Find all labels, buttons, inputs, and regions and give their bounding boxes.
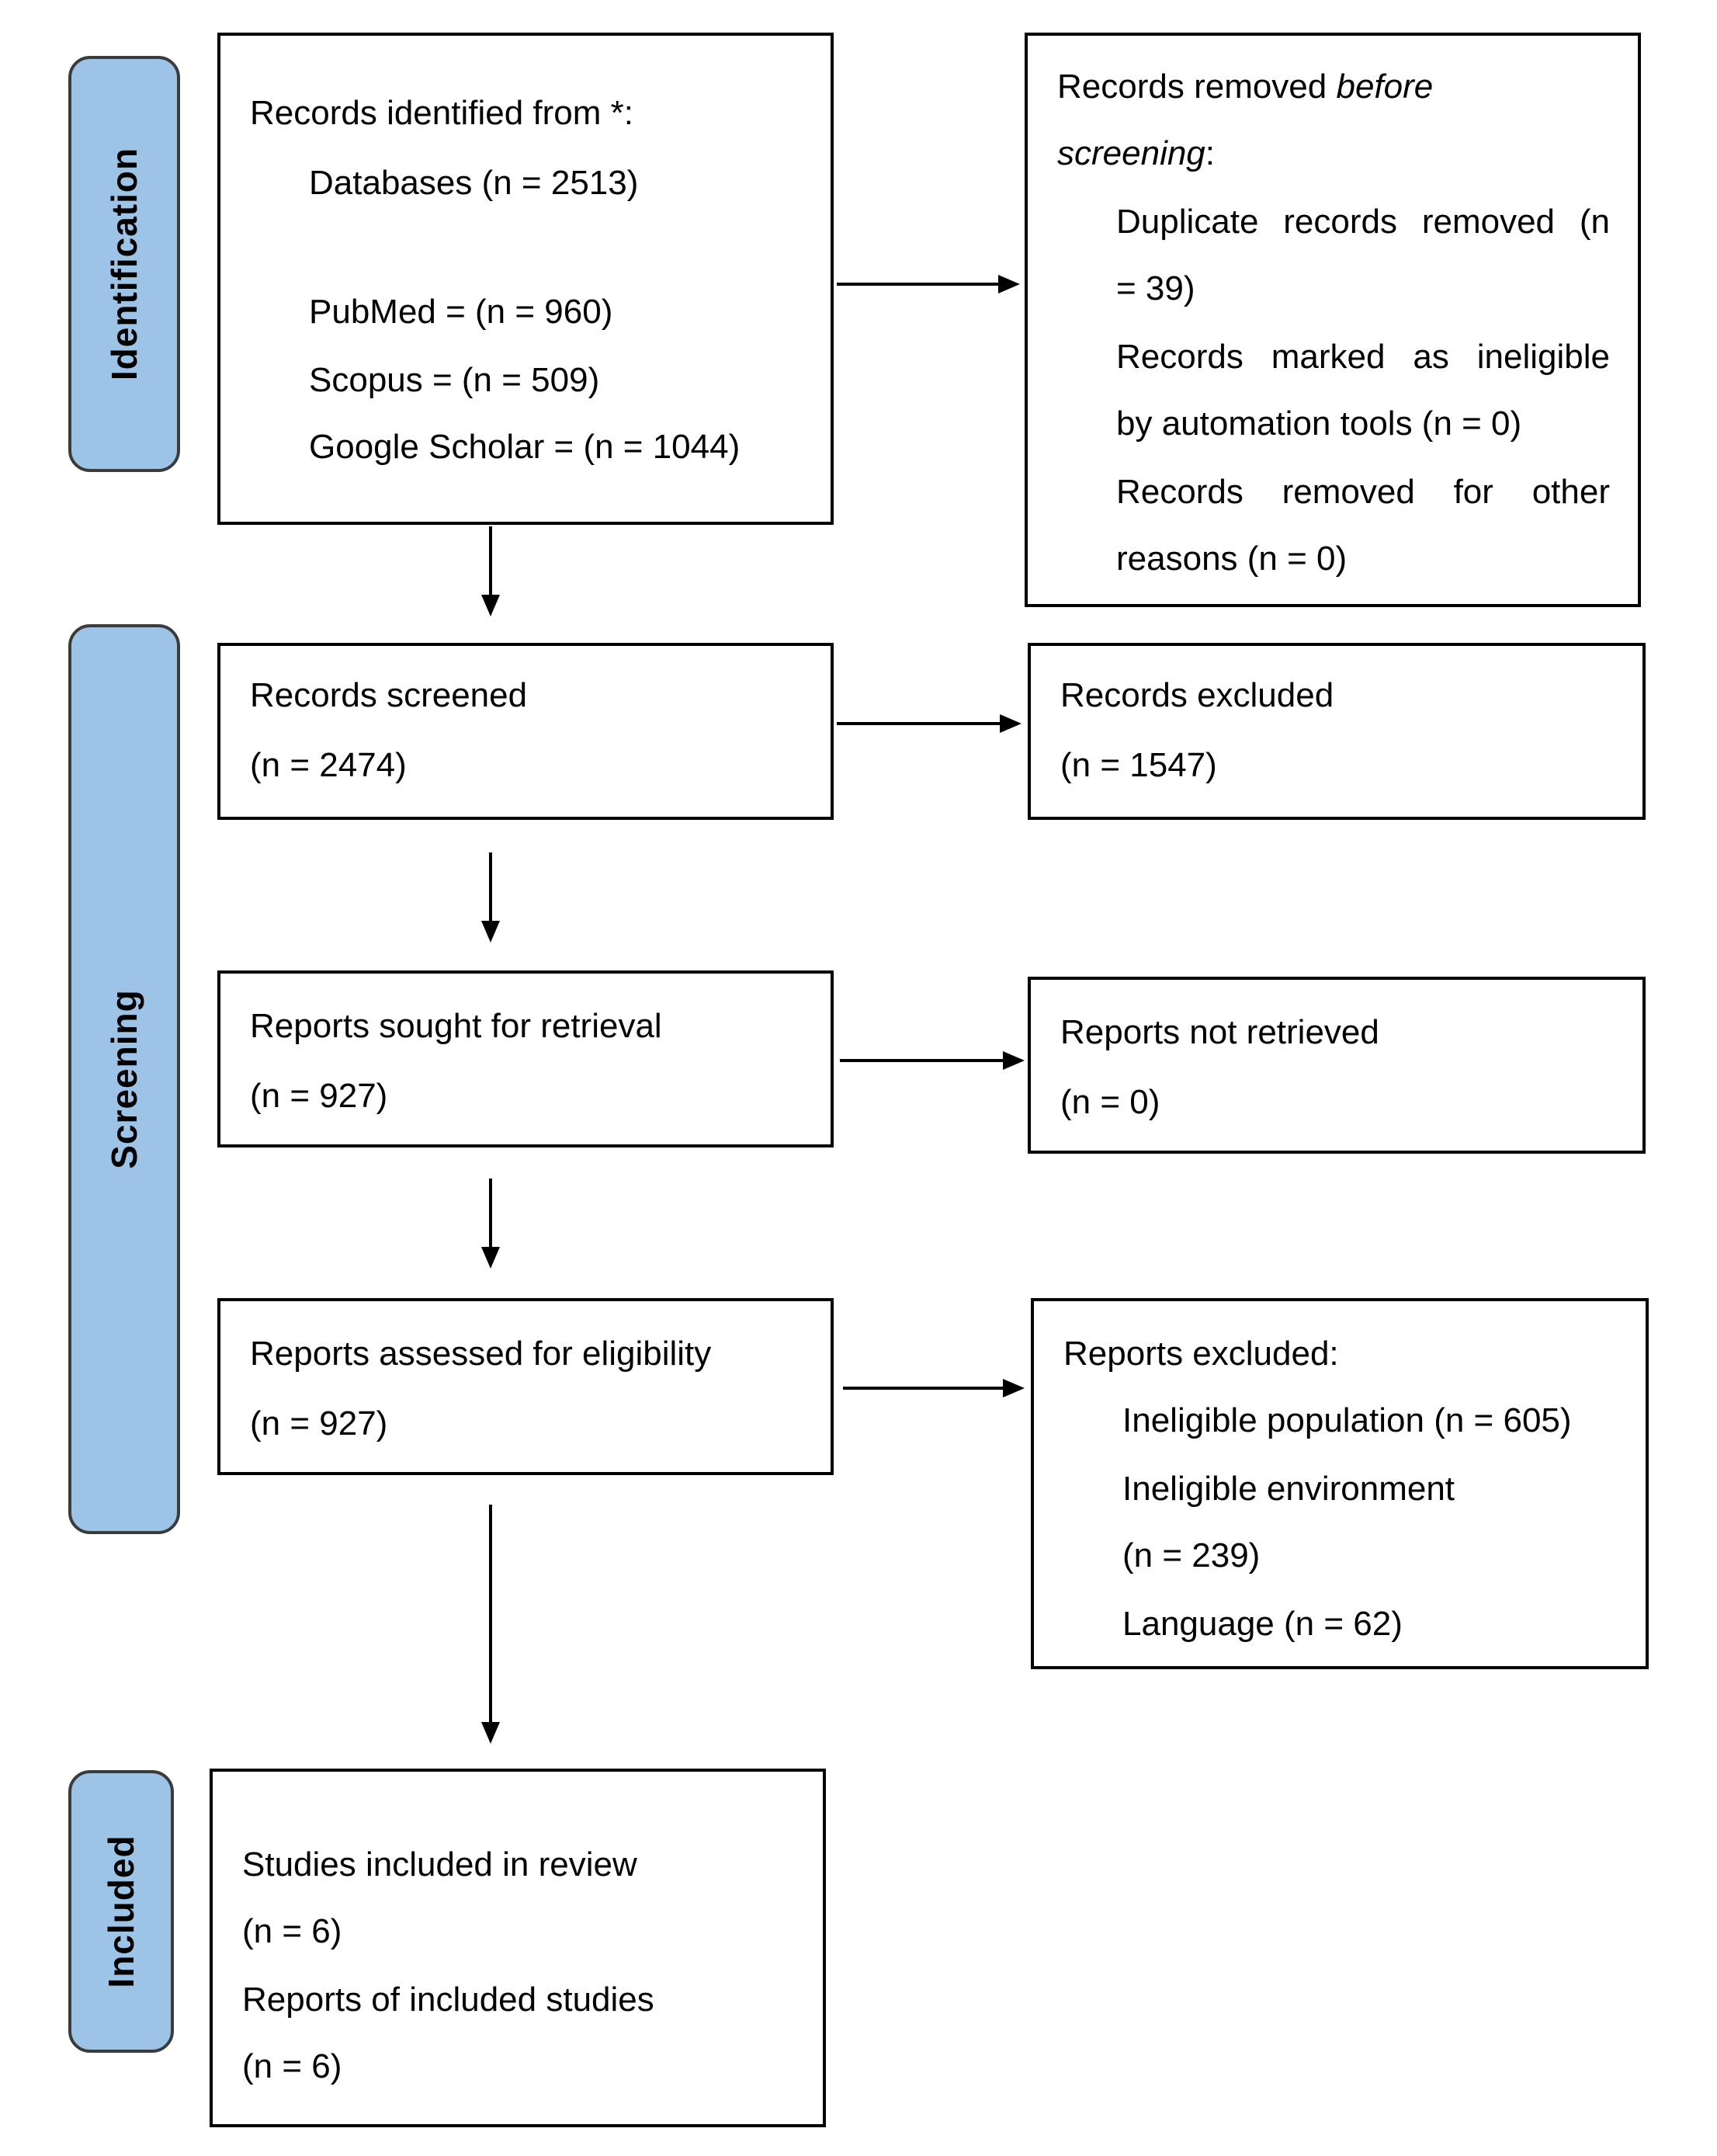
arrowhead-records-removed (998, 275, 1020, 293)
other-removed-line2: reasons (n = 0) (1116, 540, 1348, 578)
arrowhead-records-excluded (1000, 714, 1022, 733)
reports-sought-box: Reports sought for retrieval (n = 927) (217, 970, 834, 1147)
reports-assessed-box: Reports assessed for eligibility (n = 92… (217, 1298, 834, 1475)
colon-text: : (1205, 134, 1216, 172)
records-screened-box: Records screened (n = 2474) (217, 643, 834, 820)
records-removed-text: Records removed (1057, 68, 1337, 106)
reports-excluded-label: Reports excluded: (1063, 1335, 1339, 1373)
records-identified-label: Records identified from *: (250, 94, 633, 132)
records-excluded-count: (n = 1547) (1060, 746, 1217, 784)
phase-included: Included (68, 1770, 174, 2053)
reports-excluded-box: Reports excluded: Ineligible population … (1031, 1298, 1649, 1669)
language-count: Language (n = 62) (1122, 1605, 1403, 1643)
reports-not-retrieved-box: Reports not retrieved (n = 0) (1028, 977, 1646, 1154)
records-removed-label-2: screening: (1057, 137, 1215, 171)
records-screened-count: (n = 2474) (250, 746, 407, 784)
other-removed-line1: Records removed for other (1116, 473, 1610, 511)
records-screened-label: Records screened (250, 676, 528, 714)
before-text: before (1336, 68, 1434, 106)
reports-assessed-label: Reports assessed for eligibility (250, 1335, 712, 1373)
arrowhead-reports-excluded (1003, 1379, 1025, 1397)
databases-count: Databases (n = 2513) (309, 164, 639, 202)
ineligible-environment-count: (n = 239) (1122, 1536, 1261, 1574)
duplicates-removed-line2: = 39) (1116, 269, 1195, 307)
arrowhead-included (481, 1722, 500, 1744)
ineligible-population-count: Ineligible population (n = 605) (1122, 1401, 1572, 1439)
automation-removed-line2: by automation tools (n = 0) (1116, 404, 1522, 443)
studies-included-box: Studies included in review (n = 6) Repor… (210, 1769, 826, 2127)
arrowhead-reports-not-retrieved (1003, 1051, 1025, 1070)
arrowhead-screened (481, 595, 500, 616)
records-removed-label-1: Records removed before (1057, 70, 1433, 104)
reports-not-retrieved-count: (n = 0) (1060, 1083, 1160, 1121)
reports-included-count: (n = 6) (242, 2047, 342, 2085)
duplicates-removed-line1: Duplicate records removed (n (1116, 203, 1610, 241)
phase-identification: Identification (68, 56, 180, 472)
reports-sought-count: (n = 927) (250, 1077, 388, 1115)
automation-removed-line1: Records marked as ineligible (1116, 338, 1610, 376)
studies-included-label: Studies included in review (242, 1845, 637, 1883)
google-scholar-count: Google Scholar = (n = 1044) (309, 428, 741, 466)
reports-sought-label: Reports sought for retrieval (250, 1007, 662, 1045)
arrowhead-assessed (481, 1247, 500, 1269)
ineligible-environment-label: Ineligible environment (1122, 1470, 1455, 1508)
pubmed-count: PubMed = (n = 960) (309, 293, 613, 331)
reports-assessed-count: (n = 927) (250, 1404, 388, 1443)
phase-screening: Screening (68, 624, 180, 1534)
reports-not-retrieved-label: Reports not retrieved (1060, 1013, 1379, 1051)
records-excluded-box: Records excluded (n = 1547) (1028, 643, 1646, 820)
records-identified-box: Records identified from *: Databases (n … (217, 33, 834, 525)
records-excluded-label: Records excluded (1060, 676, 1334, 714)
arrowhead-sought (481, 921, 500, 943)
records-removed-box: Records removed before screening: Duplic… (1025, 33, 1641, 607)
studies-included-count: (n = 6) (242, 1912, 342, 1950)
scopus-count: Scopus = (n = 509) (309, 361, 600, 399)
screening-text: screening (1057, 134, 1205, 172)
reports-included-label: Reports of included studies (242, 1981, 654, 2019)
